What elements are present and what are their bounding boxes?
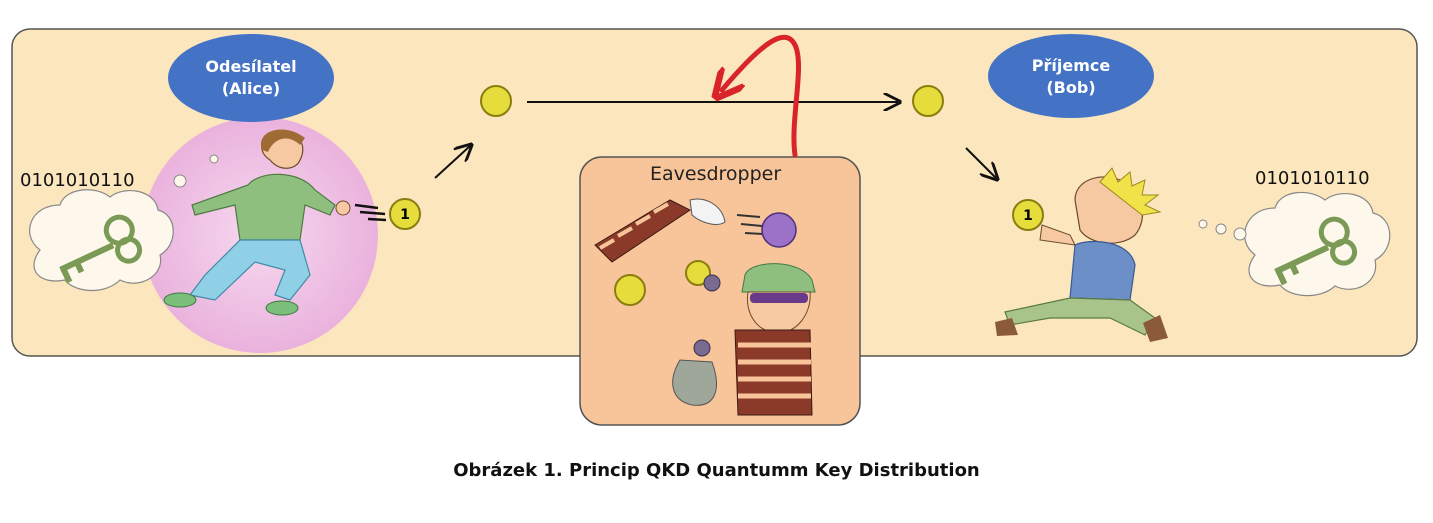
receiver-label-line1: Příjemce <box>1031 56 1111 75</box>
photon-sent <box>389 198 421 230</box>
receiver-bits: 0101010110 <box>1255 168 1370 189</box>
receiver-label: Příjemce (Bob) <box>988 55 1154 99</box>
sender-key-icon <box>59 214 143 284</box>
receiver-label-line2: (Bob) <box>1046 78 1096 97</box>
sender-label: Odesílatel (Alice) <box>168 56 334 100</box>
sender-label-line2: (Alice) <box>221 79 281 98</box>
bob-figure <box>995 167 1168 342</box>
receiver-key-icon <box>1274 216 1358 286</box>
eavesdropper-label: Eavesdropper <box>650 163 782 185</box>
intercept-arrow <box>722 34 802 158</box>
eavesdropper-figure <box>594 198 816 416</box>
arrow-alice-to-channel <box>434 146 470 179</box>
sender-ellipse <box>168 34 334 122</box>
photon-received <box>1012 199 1044 231</box>
photon-channel-right <box>912 85 944 117</box>
qkd-diagram: 1 1 Odesílatel (Alice) Příjemce (Bob) 01… <box>11 28 1418 426</box>
photon-sent-value: 1 <box>400 207 410 223</box>
receiver-ellipse <box>988 34 1154 118</box>
throw-motion-lines <box>354 203 387 222</box>
alice-figure <box>163 129 351 316</box>
photon-channel-left <box>480 85 512 117</box>
diagram-canvas: 1 1 <box>11 28 1418 426</box>
photon-received-value: 1 <box>1023 208 1033 224</box>
arrow-channel-to-bob <box>965 147 996 178</box>
sender-label-line1: Odesílatel <box>205 57 297 76</box>
figure-caption: Obrázek 1. Princip QKD Quantumm Key Dist… <box>453 460 980 481</box>
sender-bits: 0101010110 <box>20 170 135 191</box>
